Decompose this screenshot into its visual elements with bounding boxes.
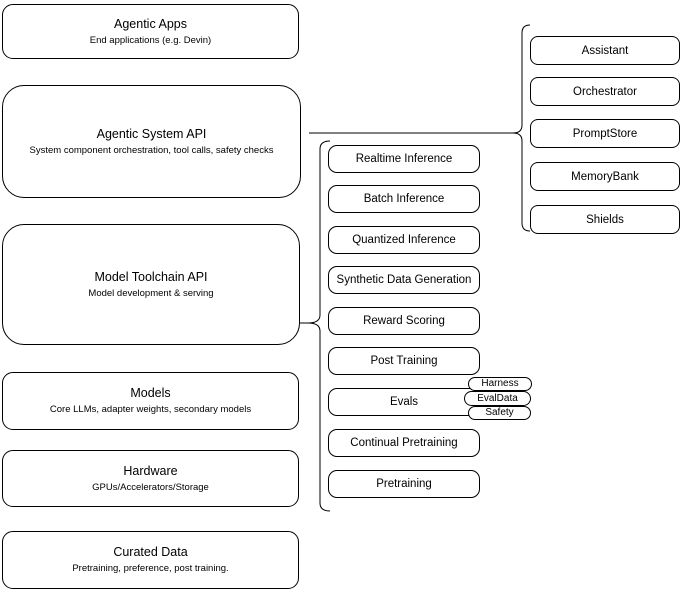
toolchain-item-label: Synthetic Data Generation [336,274,472,286]
toolchain-item-post-training: Post Training [328,347,480,375]
eval-tag-safety: Safety [468,406,531,420]
toolchain-item-reward-scoring: Reward Scoring [328,307,480,335]
node-title: Curated Data [113,545,188,560]
toolchain-item-label: Quantized Inference [352,234,456,246]
component-label: Assistant [581,44,629,57]
node-title: Models [130,386,171,401]
node-subtitle: End applications (e.g. Devin) [89,34,212,46]
component-orchestrator: Orchestrator [530,77,680,106]
toolchain-item-synthetic-data-generation: Synthetic Data Generation [328,266,480,294]
toolchain-item-label: Realtime Inference [355,153,453,165]
toolchain-item-realtime-inference: Realtime Inference [328,145,480,173]
node-subtitle: GPUs/Accelerators/Storage [92,481,209,493]
component-assistant: Assistant [530,36,680,65]
node-subtitle: System component orchestration, tool cal… [29,144,274,156]
node-subtitle: Model development & serving [88,287,214,299]
toolchain-item-continual-pretraining: Continual Pretraining [328,429,480,457]
node-subtitle: Pretraining, preference, post training. [72,563,229,575]
component-label: Shields [586,213,624,226]
toolchain-item-quantized-inference: Quantized Inference [328,226,480,254]
component-shields: Shields [530,205,680,234]
toolchain-brace [307,140,331,512]
toolchain-item-label: Reward Scoring [363,315,445,327]
component-memorybank: MemoryBank [530,162,680,191]
eval-tag-label: Harness [481,378,519,389]
eval-tag-label: EvalData [477,392,518,404]
toolchain-item-batch-inference: Batch Inference [328,185,480,213]
component-label: MemoryBank [571,170,639,183]
toolchain-item-evals: Evals [328,388,480,416]
component-promptstore: PromptStore [530,119,680,148]
toolchain-item-label: Pretraining [376,478,432,490]
node-hardware: Hardware GPUs/Accelerators/Storage [2,450,299,507]
node-curated-data: Curated Data Pretraining, preference, po… [2,531,299,589]
toolchain-item-label: Post Training [370,355,438,367]
node-models: Models Core LLMs, adapter weights, secon… [2,372,299,430]
toolchain-item-label: Continual Pretraining [350,437,458,449]
component-label: PromptStore [572,127,638,140]
node-model-toolchain-api: Model Toolchain API Model development & … [2,224,300,345]
node-title: Agentic System API [96,126,207,141]
toolchain-item-label: Evals [389,396,419,408]
eval-tag-label: Safety [485,407,514,418]
toolchain-item-label: Batch Inference [363,193,445,205]
system-components-brace [512,24,531,232]
node-agentic-system-api: Agentic System API System component orch… [2,85,301,198]
node-agentic-apps: Agentic Apps End applications (e.g. Devi… [2,4,299,59]
eval-tag-harness: Harness [468,377,532,391]
component-label: Orchestrator [573,85,637,98]
node-subtitle: Core LLMs, adapter weights, secondary mo… [49,404,252,416]
toolchain-item-pretraining: Pretraining [328,470,480,498]
node-title: Model Toolchain API [94,269,208,284]
eval-tag-evaldata: EvalData [464,391,531,406]
node-title: Hardware [123,463,178,478]
node-title: Agentic Apps [114,16,187,31]
